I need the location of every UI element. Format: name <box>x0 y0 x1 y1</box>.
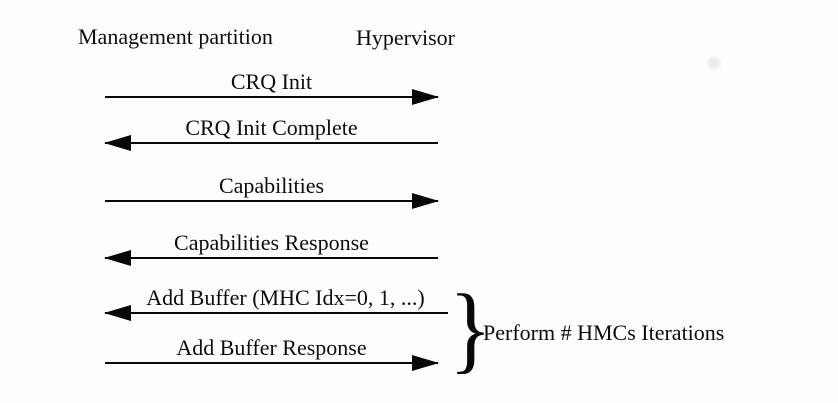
message-label: Capabilities <box>218 173 325 198</box>
arrow-line <box>104 305 448 321</box>
message-label: CRQ Init <box>230 69 313 94</box>
message-add-buffer-response: Add Buffer Response <box>105 335 439 371</box>
message-label: Add Buffer (MHC Idx=0, 1, ...) <box>146 285 425 310</box>
arrowhead-right-icon <box>412 193 439 209</box>
arrow-line <box>105 193 439 209</box>
iterations-annotation: Perform # HMCs Iterations <box>483 320 725 345</box>
message-label: Add Buffer Response <box>176 335 367 360</box>
message-add-buffer: Add Buffer (MHC Idx=0, 1, ...) <box>104 285 448 321</box>
message-crq-init: CRQ Init <box>105 69 439 105</box>
arrowhead-left-icon <box>104 135 131 151</box>
arrow-line <box>105 89 439 105</box>
arrow-line <box>104 135 438 151</box>
arrowhead-left-icon <box>104 305 131 321</box>
arrow-line <box>105 355 439 371</box>
arrowhead-right-icon <box>412 89 439 105</box>
group-brace-icon: } <box>449 275 492 382</box>
lane-header-hypervisor: Hypervisor <box>356 25 455 50</box>
message-crq-init-complete: CRQ Init Complete <box>104 115 438 151</box>
arrowhead-left-icon <box>104 250 131 266</box>
message-capabilities-response: Capabilities Response <box>104 230 438 266</box>
arrow-line <box>104 250 438 266</box>
message-capabilities: Capabilities <box>105 173 439 209</box>
message-label: CRQ Init Complete <box>185 115 358 140</box>
scan-artifact-dot <box>706 55 722 71</box>
message-label: Capabilities Response <box>174 230 369 255</box>
lane-header-management-partition: Management partition <box>78 24 273 49</box>
arrowhead-right-icon <box>412 355 439 371</box>
